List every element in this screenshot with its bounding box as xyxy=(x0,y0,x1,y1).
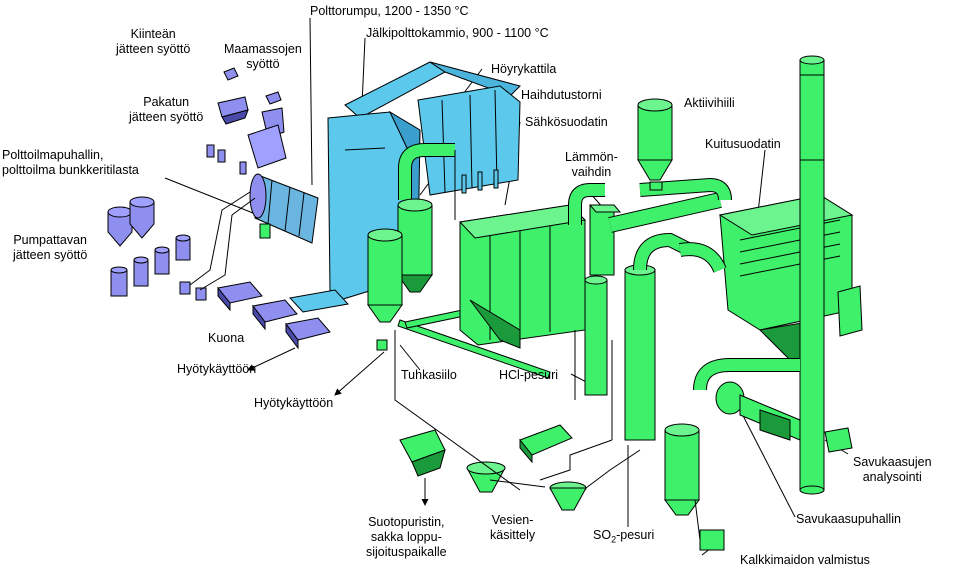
label-kuona: Kuona xyxy=(208,331,245,345)
label-so2-pesuri: SO2-pesuri xyxy=(593,528,654,548)
label-line: jätteen syöttö xyxy=(129,110,204,124)
label-line: syöttö xyxy=(246,57,280,71)
label-hyotykayttoon-1: Hyötykäyttöön xyxy=(177,362,257,376)
label-polttoilmapuhallin: Polttoilmapuhallin, polttoilma bunkkerit… xyxy=(2,148,139,178)
label-haihdutustorni: Haihdutustorni xyxy=(521,88,602,102)
label-line: vaihdin xyxy=(571,165,612,179)
label-line: Savukaasujen xyxy=(853,455,932,469)
label-line: analysointi xyxy=(862,470,922,484)
label-kuitusuodatin: Kuitusuodatin xyxy=(705,137,781,151)
label-line: Lämmön- xyxy=(565,150,618,164)
thin-pipes xyxy=(394,330,701,541)
label-line: käsittely xyxy=(490,528,536,542)
label-savukaasujen-analysointi: Savukaasujen analysointi xyxy=(853,455,932,485)
feed-systems xyxy=(107,67,331,350)
label-line: Pakatun xyxy=(143,95,190,109)
label-kalkkimaidon-valmistus: Kalkkimaidon valmistus xyxy=(740,553,870,567)
label-sahkosuodatin: Sähkösuodatin xyxy=(525,115,608,129)
flue-gas-treatment xyxy=(367,55,863,551)
label-line: sakka loppu- xyxy=(370,530,442,544)
label-line: Vesien- xyxy=(491,513,534,527)
label-hyotykayttoon-2: Hyötykäyttöön xyxy=(254,396,334,410)
label-tuhkasiilo: Tuhkasiilo xyxy=(401,368,457,382)
label-so2-subscript: 2 xyxy=(611,534,617,545)
label-hcl-pesuri: HCl-pesuri xyxy=(499,368,559,382)
label-line: Suotopuristin, xyxy=(368,515,445,529)
label-jalkipolttokammio: Jälkipolttokammio, 900 - 1100 °C xyxy=(366,26,549,40)
label-hoyrykattila: Höyrykattila xyxy=(491,62,557,76)
label-line: Pumpattavan xyxy=(13,233,88,247)
label-kiintean-jatteen-syotto: Kiinteän jätteen syöttö xyxy=(116,27,190,57)
flow-arrows xyxy=(247,347,429,506)
label-line: jätteen syöttö xyxy=(116,42,191,56)
label-aktiivihiili: Aktiivihiili xyxy=(684,96,735,110)
label-so2-text: SO xyxy=(593,528,612,542)
label-pumpattavan-jatteen-syotto: Pumpattavan jätteen syöttö xyxy=(13,233,87,263)
label-line: jätteen syöttö xyxy=(13,248,88,262)
label-vesienkasittely: Vesien- käsittely xyxy=(490,513,535,543)
label-line: sijoituspaikalle xyxy=(366,545,447,559)
label-line: Maamassojen xyxy=(224,42,302,56)
label-so2-suffix: -pesuri xyxy=(616,528,655,542)
label-savukaasupuhallin: Savukaasupuhallin xyxy=(796,512,901,526)
label-lammonvaihdin: Lämmön- vaihdin xyxy=(565,150,618,180)
label-line: Kiinteän xyxy=(130,27,176,41)
label-maamassojen-syotto: Maamassojen syöttö xyxy=(224,42,302,72)
label-pakatun-jatteen-syotto: Pakatun jätteen syöttö xyxy=(129,95,203,125)
label-line: polttoilma bunkkeritilasta xyxy=(2,163,139,177)
label-polttorumpu: Polttorumpu, 1200 - 1350 °C xyxy=(310,4,469,18)
label-suotopuristin: Suotopuristin, sakka loppu- sijoituspaik… xyxy=(366,515,447,560)
label-line: Polttoilmapuhallin, xyxy=(2,148,104,162)
